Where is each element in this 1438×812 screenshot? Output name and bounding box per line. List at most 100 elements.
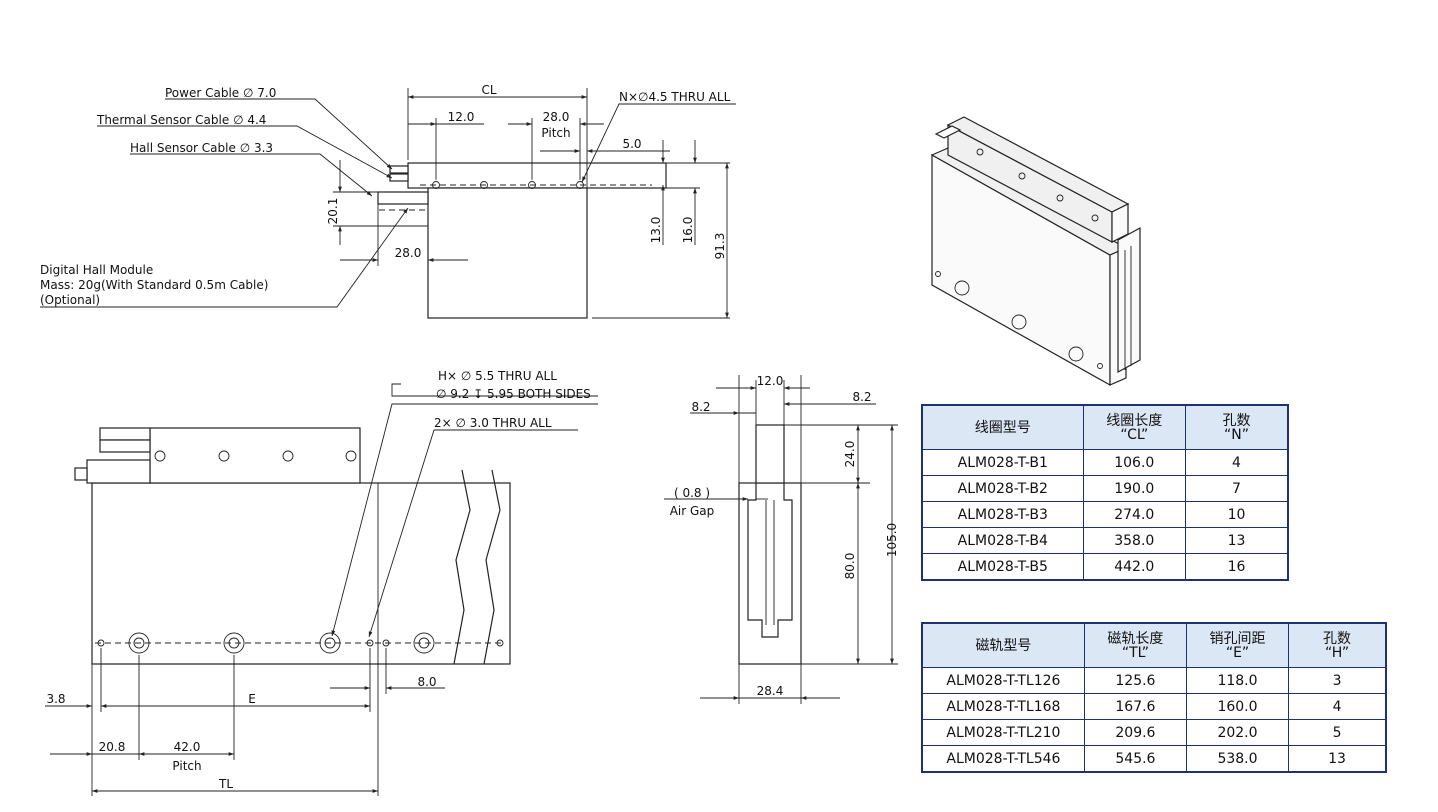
counterbore-holes	[97, 632, 504, 654]
cell: 118.0	[1185, 667, 1290, 694]
dim-24: 24.0	[843, 441, 857, 468]
dim-20-1: 20.1	[326, 198, 340, 225]
coil-end	[755, 424, 785, 484]
cell: 10	[1185, 501, 1289, 528]
holes-callout: N×∅4.5 THRU ALL	[619, 90, 731, 104]
cell: 202.0	[1185, 719, 1290, 746]
cell: 125.6	[1083, 667, 1187, 694]
pitch-label-side: Pitch	[172, 759, 201, 773]
cell: 190.0	[1082, 475, 1187, 502]
dim-3-8: 3.8	[46, 692, 65, 706]
hall-module-label: Digital Hall Module Mass: 20g(With Stand…	[40, 263, 272, 307]
cell: 7	[1185, 475, 1289, 502]
small-holes-callout: 2× ∅ 3.0 THRU ALL	[434, 416, 552, 430]
cell: ALM028-T-TL126	[921, 667, 1085, 694]
h-holes-callout: H× ∅ 5.5 THRU ALL	[438, 369, 557, 383]
power-cable-stub	[389, 165, 409, 174]
top-view: CL 12.0 28.0 Pitch N×∅4.5 THRU ALL 5.0 1…	[40, 83, 736, 319]
cell: 160.0	[1185, 693, 1290, 720]
header-coil-model: 线圈型号	[921, 404, 1084, 450]
cell: 4	[1288, 693, 1387, 720]
end-view: 12.0 8.2 8.2 24.0 80.0 105.0 ( 0.8 ) Air…	[664, 374, 899, 704]
cell: ALM028-T-B3	[921, 501, 1084, 528]
coil-table-header: 线圈型号 线圈长度“CL” 孔数“N”	[921, 404, 1289, 450]
air-gap-value: ( 0.8 )	[674, 486, 710, 500]
cell: 13	[1288, 745, 1387, 773]
air-gap-label: Air Gap	[670, 504, 715, 518]
dim-e: E	[248, 692, 256, 706]
dim-end-8-2-left: 8.2	[691, 400, 710, 414]
header-pin-spacing: 销孔间距“E”	[1185, 622, 1290, 668]
rail-end	[738, 482, 802, 665]
dim-28-bottom: 28.0	[395, 246, 422, 260]
dim-tl: TL	[218, 777, 233, 791]
dim-28-pitch: 28.0	[543, 110, 570, 124]
isometric-view	[930, 116, 1141, 387]
dim-cl: CL	[481, 83, 496, 97]
cell: 3	[1288, 667, 1387, 694]
cell: 106.0	[1082, 449, 1187, 476]
coil-side	[149, 427, 361, 484]
dim-91-3: 91.3	[713, 233, 727, 260]
dim-end-12: 12.0	[757, 374, 784, 388]
magnet-rail	[91, 482, 511, 665]
cell: 545.6	[1083, 745, 1187, 773]
cell: 13	[1185, 527, 1289, 554]
cell: 167.6	[1083, 693, 1187, 720]
dim-20-8: 20.8	[99, 740, 126, 754]
cell: ALM028-T-TL168	[921, 693, 1085, 720]
pitch-label: Pitch	[541, 126, 570, 140]
dim-13: 13.0	[649, 217, 663, 244]
rail-spec-table: 磁轨型号 磁轨长度“TL” 销孔间距“E” 孔数“H” ALM028-T-TL1…	[921, 622, 1387, 773]
cell: ALM028-T-B4	[921, 527, 1084, 554]
hall-module-body	[377, 191, 429, 205]
coil-body	[427, 187, 588, 319]
dim-105: 105.0	[885, 523, 899, 557]
header-rail-holes: 孔数“H”	[1288, 622, 1387, 668]
cell: 274.0	[1082, 501, 1187, 528]
cell: ALM028-T-B1	[921, 449, 1084, 476]
power-cable-label: Power Cable ∅ 7.0	[165, 86, 276, 100]
thermal-cable-label: Thermal Sensor Cable ∅ 4.4	[96, 113, 266, 127]
header-rail-length: 磁轨长度“TL”	[1083, 622, 1187, 668]
cell: ALM028-T-TL546	[921, 745, 1085, 773]
dim-12: 12.0	[448, 110, 475, 124]
thermal-cable-stub	[389, 173, 409, 182]
cell: 5	[1288, 719, 1387, 746]
side-view: H× ∅ 5.5 THRU ALL ∅ 9.2 ↧ 5.95 BOTH SIDE…	[45, 369, 598, 796]
dim-80: 80.0	[843, 553, 857, 580]
header-rail-model: 磁轨型号	[921, 622, 1085, 668]
cell: 538.0	[1185, 745, 1290, 773]
dim-16: 16.0	[681, 217, 695, 244]
cell: 4	[1185, 449, 1289, 476]
dim-end-8-2-right: 8.2	[852, 390, 871, 404]
rail-table-header: 磁轨型号 磁轨长度“TL” 销孔间距“E” 孔数“H”	[921, 622, 1387, 668]
coil-top-plate	[407, 162, 667, 189]
hall-cable-label: Hall Sensor Cable ∅ 3.3	[130, 141, 273, 155]
cell: ALM028-T-TL210	[921, 719, 1085, 746]
cell: 209.6	[1083, 719, 1187, 746]
rail-top-holes	[154, 450, 357, 462]
cell: ALM028-T-B2	[921, 475, 1084, 502]
cell: 16	[1185, 553, 1289, 581]
dim-42: 42.0	[174, 740, 201, 754]
header-coil-holes: 孔数“N”	[1185, 404, 1289, 450]
cell: 358.0	[1082, 527, 1187, 554]
top-mount-holes	[432, 181, 584, 189]
cbore-callout: ∅ 9.2 ↧ 5.95 BOTH SIDES	[436, 387, 591, 401]
dim-28-4: 28.4	[757, 684, 784, 698]
cell: 442.0	[1082, 553, 1187, 581]
cell: ALM028-T-B5	[921, 553, 1084, 581]
header-coil-length: 线圈长度“CL”	[1082, 404, 1187, 450]
dim-5: 5.0	[622, 137, 641, 151]
